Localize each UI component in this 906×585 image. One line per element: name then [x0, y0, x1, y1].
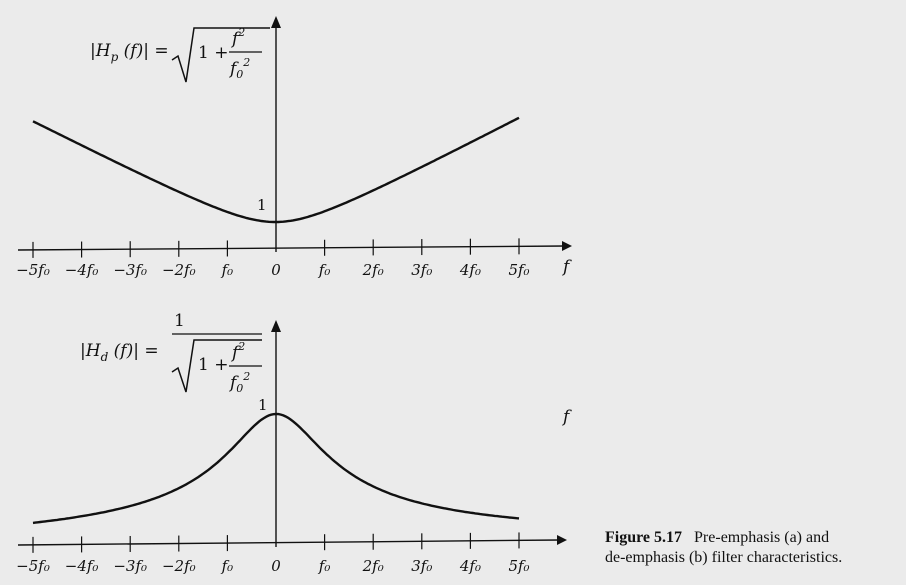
panel-b-tick-label: 3f₀ — [411, 557, 432, 575]
panel-b-ticks — [32, 532, 520, 553]
panel-b-tick-labels: −5f₀ −4f₀ −3f₀ −2f₀ f₀ 0 f₀ 2f₀ 3f₀ 4f₀ 5f₀ — [16, 557, 529, 575]
caption-line2: de-emphasis (b) filter characteristics. — [605, 549, 843, 566]
panel-a-tick-labels: −5f₀ −4f₀ −3f₀ −2f₀ f₀ 0 f₀ 2f₀ 3f₀ 4f₀ 5f₀ — [16, 261, 529, 279]
panel-a-tick-label: 4f₀ — [459, 261, 481, 279]
panel-b-eq-numerator: 1 — [174, 311, 185, 331]
panel-a-tick-label: 5f₀ — [508, 261, 529, 279]
figure-caption: Figure 5.17 Pre-emphasis (a) and de-emph… — [605, 528, 905, 568]
panel-a-tick-label: 0 — [271, 261, 281, 279]
panel-a-tick-label: f₀ — [318, 261, 331, 279]
panel-a-eq-lhs: |Hp (f)| = — [90, 41, 169, 64]
panel-a-sqrt-sign — [171, 27, 270, 83]
panel-a-tick-label: 2f₀ — [362, 261, 384, 279]
panel-a-series-line — [32, 116, 520, 224]
panel-a-ticks — [32, 238, 520, 258]
panel-b-equation: 1 |Hd (f)| = 1 + f2 f02 — [80, 311, 262, 395]
panel-a-x-label: f — [561, 257, 572, 277]
caption-line1: Pre-emphasis (a) and — [694, 529, 830, 546]
panel-a-eq-one-plus: 1 + — [198, 43, 228, 63]
panel-b-axes — [17, 320, 567, 547]
panel-b-eq-den: f02 — [228, 370, 250, 395]
panel-b-series-line — [32, 412, 520, 525]
panel-b-one-label: 1 — [258, 396, 268, 414]
panel-a-tick-label: 3f₀ — [411, 261, 432, 279]
panel-b-de-emphasis: 1 |Hd (f)| = 1 + f2 f02 −5f₀ −4f₀ −3f₀ −2f₀… — [16, 311, 572, 575]
panel-b-tick-label: −4f₀ — [65, 557, 99, 575]
panel-a-tick-label: −4f₀ — [65, 261, 99, 279]
panel-a-y-arrow — [271, 16, 281, 28]
panel-b-tick-label: 4f₀ — [459, 557, 481, 575]
caption-label: Figure 5.17 — [605, 529, 683, 546]
panel-a-tick-label: −5f₀ — [16, 261, 50, 279]
panel-b-eq-lhs: |Hd (f)| = — [80, 341, 159, 364]
panel-b-tick-label: f₀ — [318, 557, 331, 575]
panel-b-tick-label: −2f₀ — [162, 557, 196, 575]
panel-a-pre-emphasis: |Hp (f)| = 1 + f2 f02 −5f₀ −4f₀ −3f₀ −2f₀ f₀… — [16, 16, 572, 279]
panel-a-x-axis — [17, 245, 566, 251]
panel-b-tick-label: −5f₀ — [16, 557, 50, 575]
panel-b-tick-label: 2f₀ — [362, 557, 384, 575]
panel-b-tick-label: 5f₀ — [508, 557, 529, 575]
panel-a-axes — [17, 16, 572, 252]
panel-a-eq-den: f02 — [228, 56, 250, 81]
panel-a-tick-label: f₀ — [221, 261, 234, 279]
panel-a-one-label: 1 — [257, 196, 267, 214]
panel-a-tick-label: −2f₀ — [162, 261, 196, 279]
panel-b-tick-label: f₀ — [221, 557, 234, 575]
panel-a-tick-label: −3f₀ — [113, 261, 147, 279]
panel-a-eq-num: f2 — [230, 26, 245, 49]
panel-b-tick-label: 0 — [271, 557, 281, 575]
panel-b-x-arrow — [557, 535, 567, 545]
panel-a-equation: |Hp (f)| = 1 + f2 f02 — [90, 26, 270, 83]
panel-b-sqrt-sign — [171, 339, 262, 393]
panel-b-x-label: f — [561, 407, 572, 427]
panel-b-y-arrow — [271, 320, 281, 332]
panel-a-x-arrow — [562, 241, 572, 251]
panel-b-eq-num: f2 — [230, 340, 245, 363]
panel-b-eq-one-plus: 1 + — [198, 355, 228, 375]
panel-b-tick-label: −3f₀ — [113, 557, 147, 575]
panel-b-x-axis — [17, 539, 561, 546]
